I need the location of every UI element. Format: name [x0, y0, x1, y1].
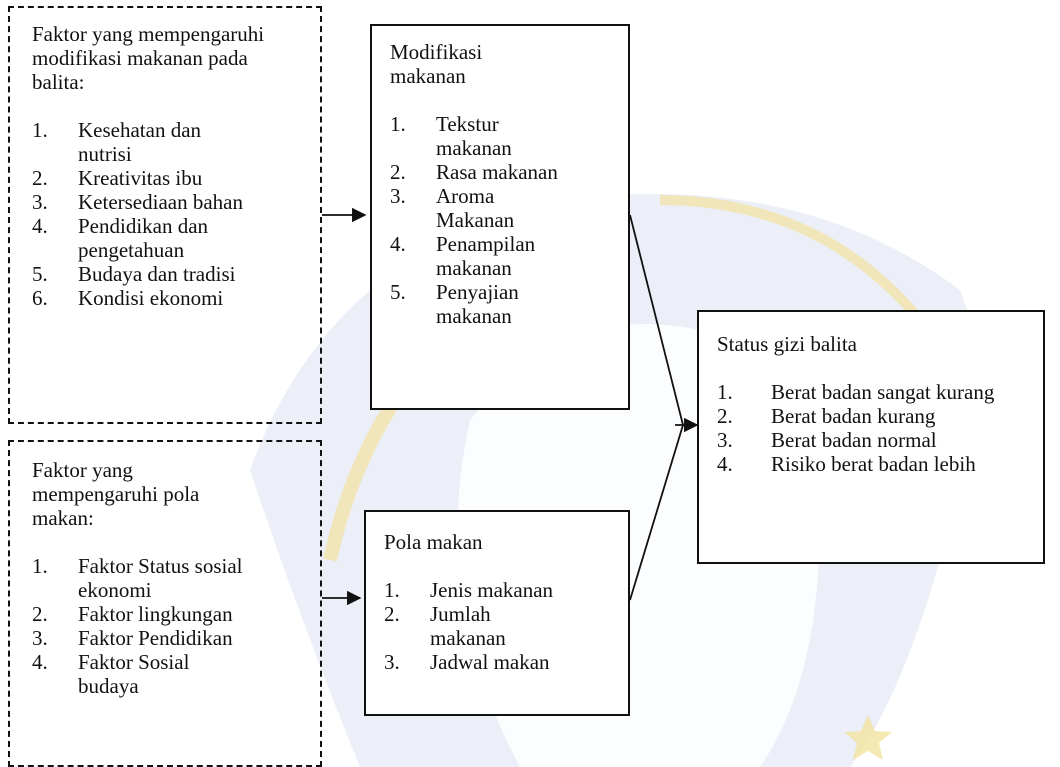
modification-title: Modifikasi makanan [390, 40, 483, 88]
eating-pattern-title: Pola makan [384, 530, 483, 554]
list-item: 4.Risiko berat badan lebih [717, 452, 976, 476]
nutrition-status-box: Status gizi balita 1.Berat badan sangat … [697, 310, 1045, 564]
list-item: 1.Berat badan sangat kurang [717, 380, 995, 404]
line-pattern-to-status [629, 424, 684, 601]
eating-pattern-list: 1.Jenis makanan 2.Jumlah makanan 3.Jadwa… [384, 578, 628, 674]
factors-pattern-box: Faktor yang mempengaruhi pola makan: 1.F… [8, 440, 322, 767]
nutrition-status-title: Status gizi balita [717, 332, 857, 356]
list-item: 6.Kondisi ekonomi [32, 286, 224, 310]
list-item: 1.Faktor Status sosial ekonomi [32, 554, 243, 602]
factors-pattern-title: Faktor yang mempengaruhi pola makan: [32, 458, 200, 530]
factors-pattern-list: 1.Faktor Status sosial ekonomi 2.Faktor … [32, 554, 302, 698]
list-item: 2.Jumlah makanan [384, 602, 506, 650]
watermark-star [844, 715, 892, 760]
list-item: 2.Berat badan kurang [717, 404, 936, 428]
modification-box: Modifikasi makanan 1.Tekstur makanan 2.R… [370, 24, 630, 410]
list-item: 1.Kesehatan dan nutrisi [32, 118, 202, 166]
factors-modification-list: 1.Kesehatan dan nutrisi 2.Kreativitas ib… [32, 118, 302, 310]
line-modification-to-status [629, 214, 684, 426]
list-item: 4.Faktor Sosial budaya [32, 650, 190, 698]
list-item: 5.Budaya dan tradisi [32, 262, 236, 286]
list-item: 3.Jadwal makan [384, 650, 550, 674]
list-item: 4.Penampilan makanan [390, 232, 536, 280]
list-item: 2.Faktor lingkungan [32, 602, 233, 626]
watermark-arc-yellow-2 [659, 195, 924, 324]
list-item: 1.Jenis makanan [384, 578, 554, 602]
list-item: 3.Berat badan normal [717, 428, 937, 452]
list-item: 2.Kreativitas ibu [32, 166, 203, 190]
nutrition-status-list: 1.Berat badan sangat kurang 2.Berat bada… [717, 380, 1043, 476]
list-item: 4.Pendidikan dan pengetahuan [32, 214, 209, 262]
list-item: 3.Faktor Pendidikan [32, 626, 233, 650]
list-item: 3.Aroma Makanan [390, 184, 515, 232]
list-item: 1.Tekstur makanan [390, 112, 512, 160]
eating-pattern-box: Pola makan 1.Jenis makanan 2.Jumlah maka… [364, 510, 630, 716]
list-item: 5.Penyajian makanan [390, 280, 519, 328]
factors-modification-box: Faktor yang mempengaruhi modifikasi maka… [8, 6, 322, 424]
list-item: 3.Ketersediaan bahan [32, 190, 243, 214]
modification-list: 1.Tekstur makanan 2.Rasa makanan 3.Aroma… [390, 112, 628, 328]
list-item: 2.Rasa makanan [390, 160, 558, 184]
factors-modification-title: Faktor yang mempengaruhi modifikasi maka… [32, 22, 265, 94]
